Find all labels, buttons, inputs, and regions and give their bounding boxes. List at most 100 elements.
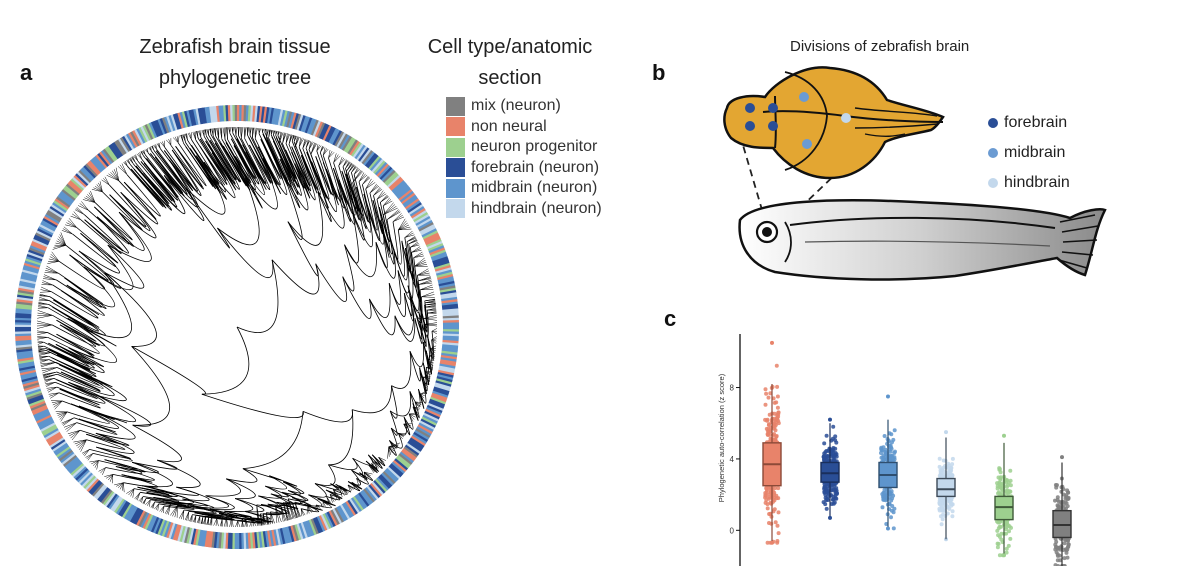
ring-segment [19,369,36,376]
tree-leaf [339,485,347,495]
tree-leaf [415,401,423,403]
ring-segment [170,114,178,131]
tree-leaf [56,411,68,414]
tree-leaf [424,299,436,302]
tree-leaf [43,274,57,281]
tree-leaf [298,137,301,148]
tree-leaf [241,520,243,527]
tree-leaf [48,258,60,262]
ring-segment [58,192,74,205]
tree-leaf [73,211,82,220]
ring-segment [318,515,328,531]
tree-leaf [388,442,401,448]
data-point [880,505,885,510]
ring-segment [67,181,82,195]
ring-segment [16,354,34,360]
tree-leaf [258,128,261,134]
tree-branch [284,163,309,211]
tree-leaf [388,446,392,455]
tree-leaf [412,406,419,412]
ring-segment [56,196,71,208]
ring-segment [322,513,332,530]
tree-leaf [388,446,393,454]
tree-leaf [108,173,120,182]
legend-swatch [446,178,465,198]
ring-segment [434,262,451,270]
ring-segment [195,108,201,125]
ring-segment [42,425,58,436]
ring-segment [352,143,365,159]
tree-leaf [62,228,73,235]
tree-leaf [42,280,53,286]
tree-leaf [420,284,433,291]
tree-branch [291,147,312,192]
tree-branch [47,333,95,359]
ring-segment [308,519,317,536]
tree-leaf [172,137,179,143]
tree-branch [160,148,193,192]
ring-segment [71,464,86,478]
tree-branch [63,365,113,388]
tree-leaf [369,185,380,194]
tree-leaf [358,174,368,182]
ring-segment [206,531,212,548]
ring-segment [419,420,435,431]
ring-segment [140,125,150,142]
tree-leaf [70,215,81,221]
tree-leaf [93,187,103,193]
ring-segment [172,113,180,130]
data-point [775,523,780,528]
tree-leaf [420,393,426,395]
tree-branch [378,205,391,243]
ring-segment [167,522,176,539]
tree-leaf [414,264,428,267]
ring-segment [16,352,33,358]
tree-leaf [256,504,259,526]
ring-segment [425,408,441,418]
tree-leaf [43,373,58,378]
ring-segment [161,520,170,537]
tree-branch [56,371,101,391]
ring-segment [429,247,446,256]
tree-leaf [51,400,63,403]
ring-segment [142,513,152,529]
tree-branch [95,432,135,454]
ring-segment [58,449,73,462]
data-point [773,520,778,525]
tree-branch [89,446,131,460]
data-point [1062,556,1067,561]
boxplot-boxes [762,383,1072,566]
tree-leaf [235,126,238,136]
region-dot [988,118,998,128]
ring-segment [275,528,281,546]
ring-segment [412,210,428,221]
data-point [995,528,1000,533]
ring-segment [440,292,457,298]
ring-segment [97,152,110,167]
ring-segment [144,124,154,140]
tree-leaf [142,498,147,504]
data-point [883,450,888,455]
ring-segment [442,327,459,330]
ring-segment [206,106,212,123]
legend-item: neuron progenitor [446,137,602,157]
tree-leaf [117,482,124,488]
ring-segment [68,461,83,474]
tree-leaf [68,218,77,228]
data-point [940,517,945,522]
tree-leaf [85,453,94,458]
tree-branch [389,427,398,449]
ring-segment [361,150,374,165]
tree-leaf [121,482,124,491]
ring-segment [361,489,374,505]
ring-segment [186,110,193,127]
ring-segment [430,251,447,260]
tree-branch [228,145,256,191]
tree-leaf [152,145,155,151]
tree-branch [407,284,421,313]
data-point [1066,490,1071,495]
ring-segment [54,198,70,210]
tree-leaf [294,136,300,148]
ring-segment [441,352,458,358]
data-point [834,490,839,495]
